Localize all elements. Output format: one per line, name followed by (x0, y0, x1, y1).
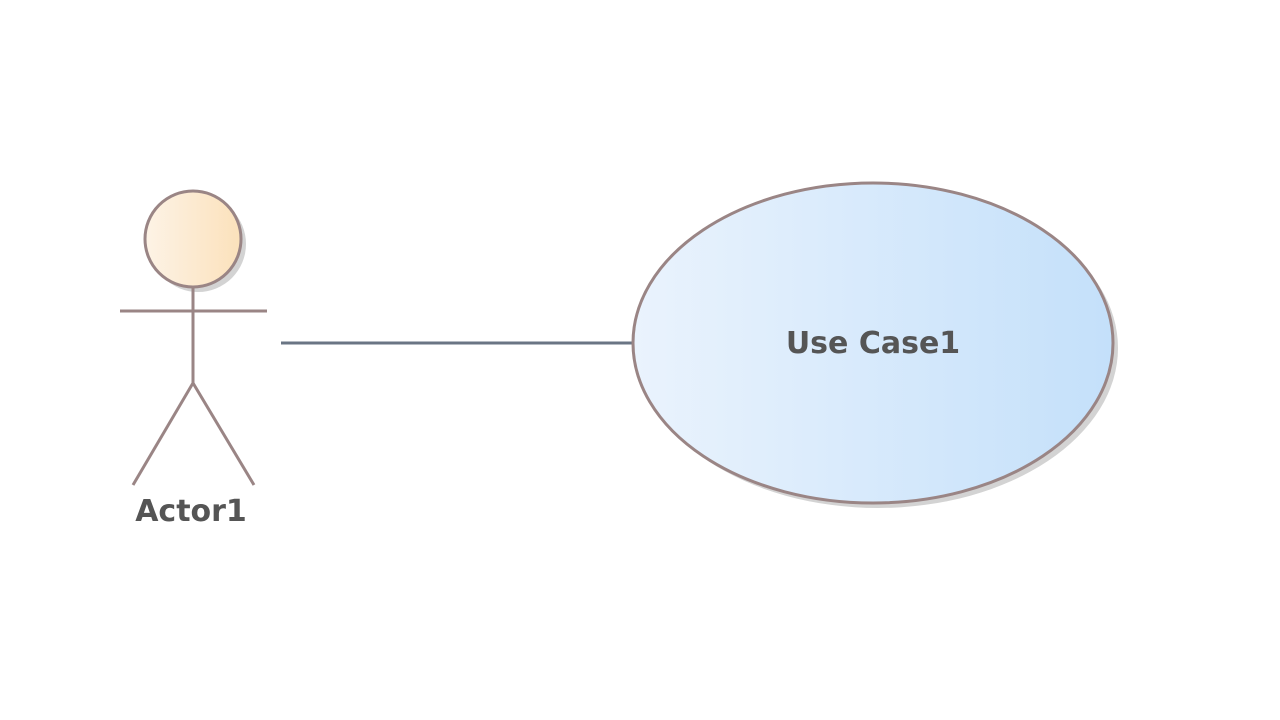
actor-left-leg (131, 382, 195, 486)
actor[interactable]: Actor1 (120, 189, 267, 529)
use-case-label: Use Case1 (786, 326, 960, 361)
stick-figure-icon (120, 189, 267, 486)
actor-right-leg (191, 382, 256, 486)
use-case-ellipse (631, 181, 1115, 505)
use-case[interactable]: Use Case1 (631, 181, 1118, 508)
actor-head (143, 189, 243, 289)
actor-label: Actor1 (135, 494, 247, 529)
